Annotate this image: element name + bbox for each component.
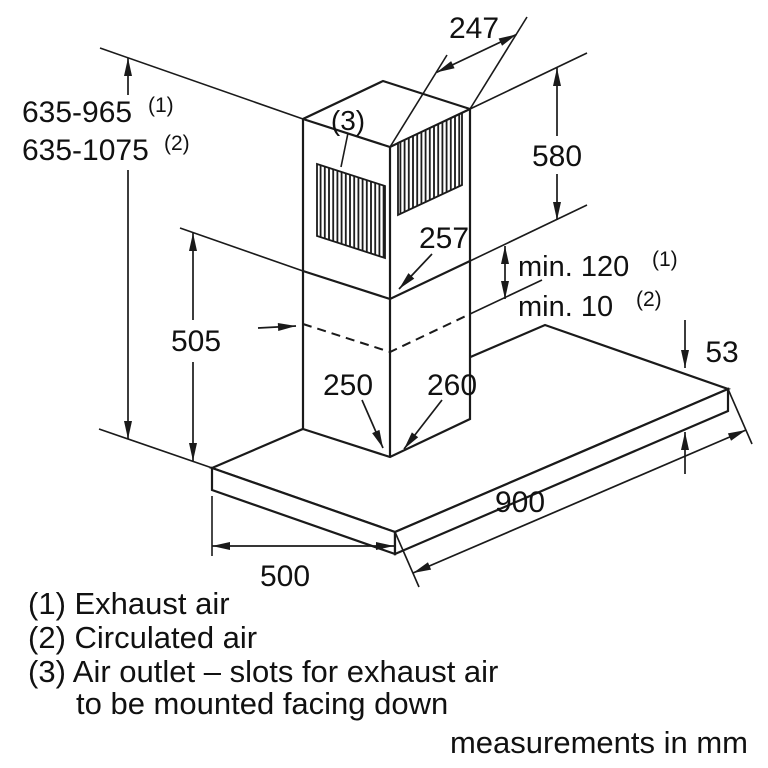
callout-3-label: (3) bbox=[331, 105, 365, 136]
dim-250-arrow bbox=[361, 399, 384, 449]
dim-upper-depth: 257 bbox=[398, 222, 469, 290]
legend-exhaust-air: (1) Exhaust air bbox=[28, 586, 230, 621]
dim-53-label: 53 bbox=[705, 336, 738, 369]
dim-505-ext-top bbox=[179, 227, 304, 272]
legend-air-outlet-line2: to be mounted facing down bbox=[76, 686, 448, 721]
dim-total-height-exhaust-ref: (1) bbox=[148, 94, 174, 117]
vent-slots-left bbox=[316, 162, 386, 260]
dim-total-height-exhaust-label: 635-965 bbox=[22, 96, 132, 129]
dim-247-line bbox=[436, 33, 517, 74]
dim-260-arrow bbox=[403, 399, 443, 450]
dim-580-ext-bottom bbox=[469, 204, 588, 262]
dim-580-ext-top bbox=[469, 52, 588, 110]
chimney-duct bbox=[301, 79, 472, 459]
measurements-note: measurements in mm bbox=[450, 725, 748, 760]
dim-duct-cross-section: 250 260 bbox=[257, 322, 477, 450]
callout-air-outlet: (3) bbox=[331, 105, 365, 168]
dim-canopy-depth: 500 bbox=[211, 496, 394, 593]
dim-500-label: 500 bbox=[260, 560, 310, 593]
dim-total-height: 635-965 (1) 635-1075 (2) bbox=[22, 47, 304, 471]
dim-total-height-recirc-ref: (2) bbox=[164, 132, 190, 155]
dim-505-label: 505 bbox=[171, 325, 221, 358]
dim-257-arrow bbox=[398, 253, 433, 290]
dim-min-exhaust-label: min. 120 bbox=[518, 251, 629, 283]
dim-upper-height: 580 bbox=[469, 52, 588, 262]
dim-min-recirc-label: min. 10 bbox=[518, 291, 613, 323]
dim-top-width: 247 bbox=[389, 12, 528, 148]
dim-635-ext-top bbox=[99, 47, 304, 120]
dim-min-recirc-ref: (2) bbox=[636, 288, 662, 311]
dim-900-label: 900 bbox=[495, 486, 545, 519]
dim-min-exhaust-ref: (1) bbox=[652, 248, 678, 271]
dim-900-ext-right bbox=[727, 388, 753, 445]
dim-250-label: 250 bbox=[323, 369, 373, 402]
dim-min-overlap: min. 120 (1) min. 10 (2) bbox=[469, 246, 678, 323]
dim-total-height-recirc-label: 635-1075 bbox=[22, 134, 149, 167]
legend: (1) Exhaust air (2) Circulated air (3) A… bbox=[28, 586, 498, 721]
dim-lower-height: 505 bbox=[171, 227, 304, 461]
dim-canopy-width: 900 bbox=[394, 388, 753, 588]
telescope-dashed-line bbox=[302, 313, 471, 354]
dim-247-label: 247 bbox=[449, 12, 499, 45]
dim-900-line bbox=[412, 429, 747, 574]
dim-635-ext-bottom bbox=[98, 428, 219, 471]
legend-air-outlet-line1: (3) Air outlet – slots for exhaust air bbox=[28, 654, 498, 689]
vent-slots-front bbox=[397, 111, 463, 217]
dim-dashed-pointer bbox=[257, 322, 297, 331]
section-seam-line bbox=[302, 260, 471, 301]
dim-900-ext-left bbox=[394, 531, 420, 588]
callout-3-leader bbox=[340, 132, 349, 168]
dim-257-label: 257 bbox=[419, 222, 469, 255]
dim-580-label: 580 bbox=[532, 140, 582, 173]
legend-circulated-air: (2) Circulated air bbox=[28, 620, 257, 655]
dim-260-label: 260 bbox=[427, 369, 477, 402]
